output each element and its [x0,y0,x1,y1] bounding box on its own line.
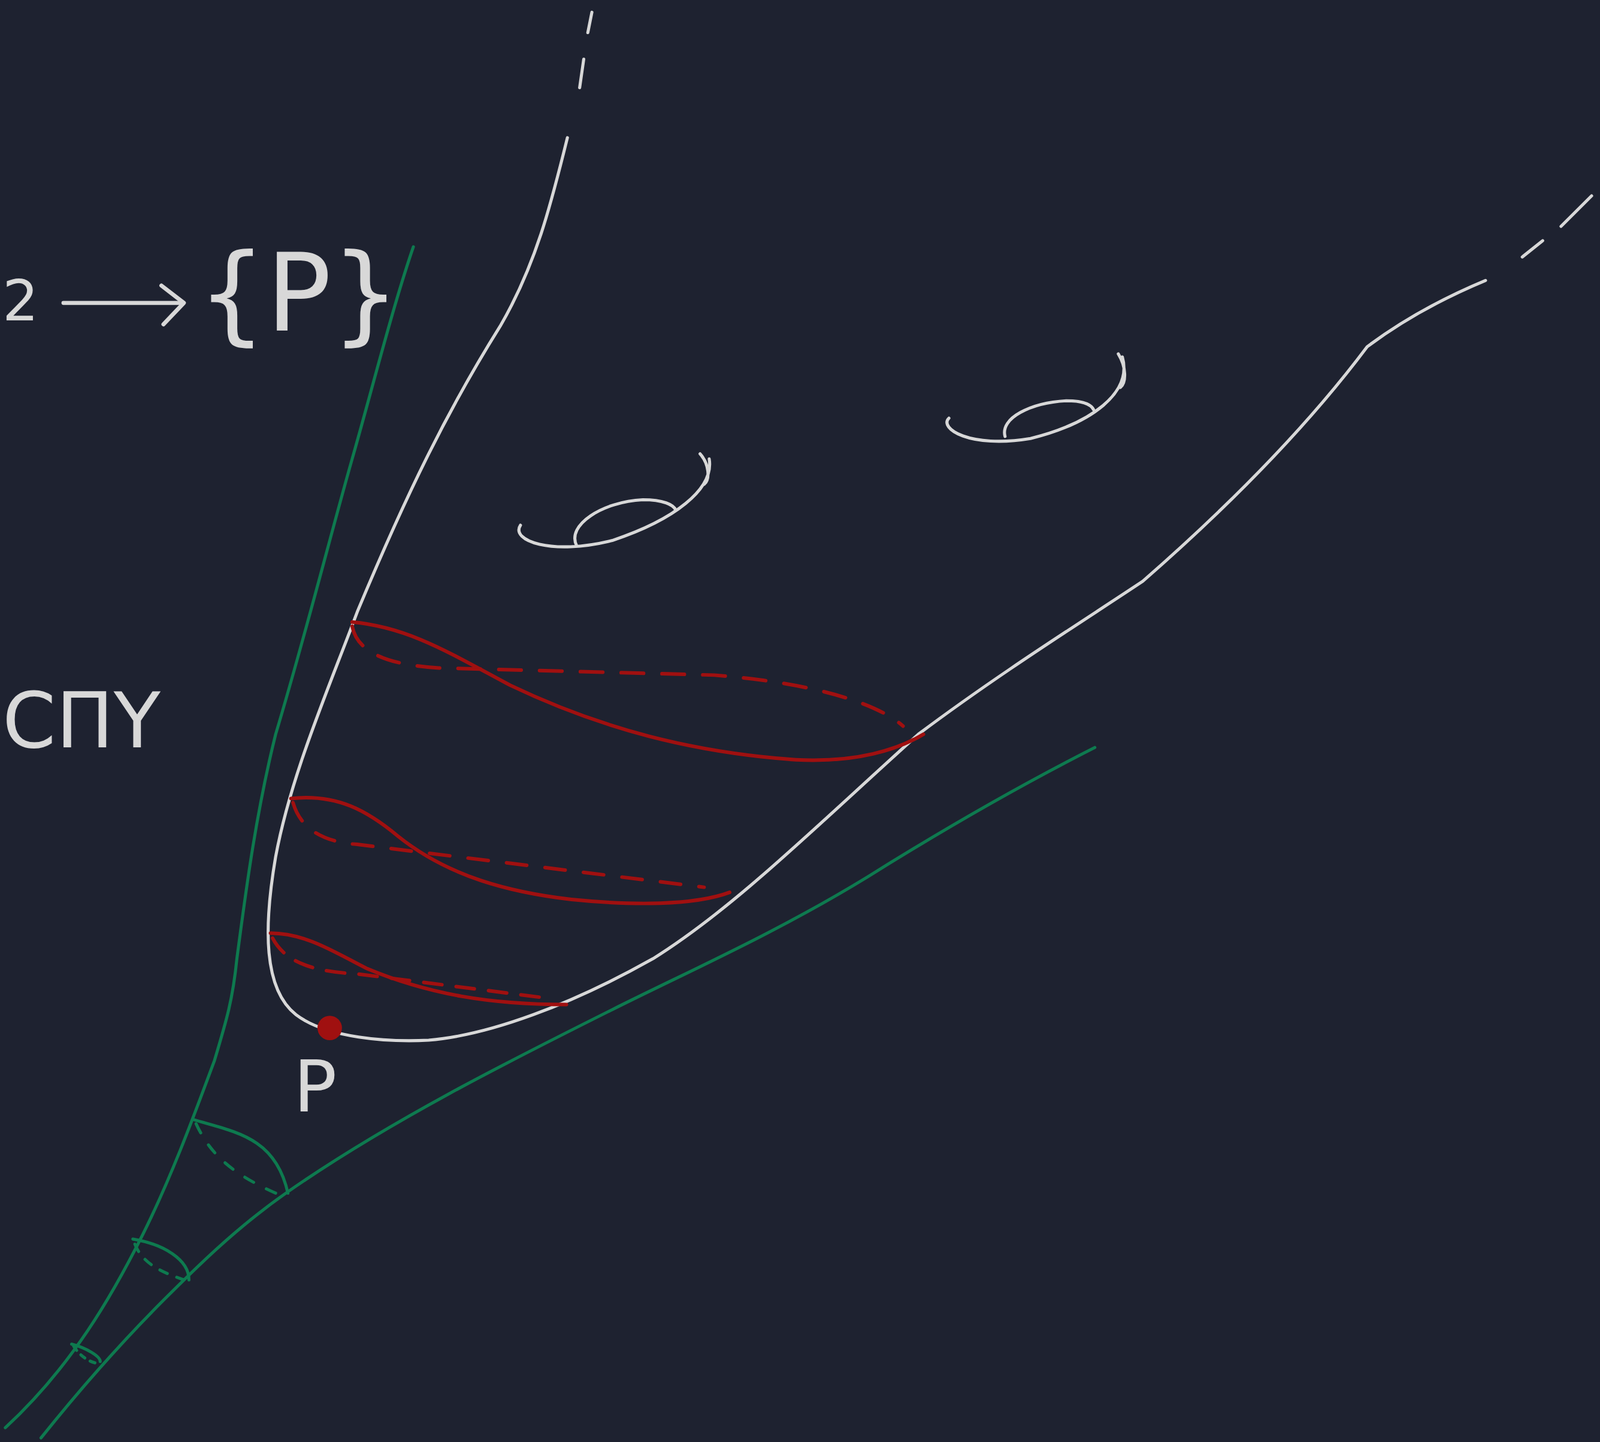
neighbourhood-outline [5,246,1096,1439]
math-label: P [293,1051,337,1124]
point-p [317,1015,343,1041]
surface-outline [268,11,1592,1041]
math-label: 2 [2,272,39,330]
math-label: CΠY [2,682,161,760]
math-label: {P} [197,239,401,348]
map-arrow [63,285,184,325]
level-sets [270,622,924,1041]
